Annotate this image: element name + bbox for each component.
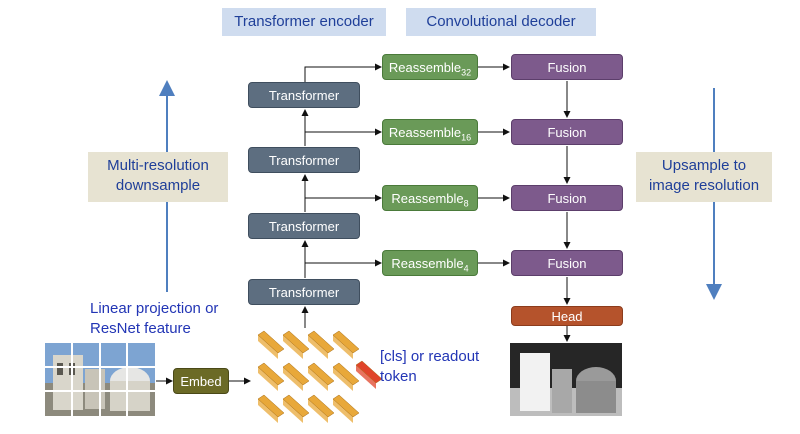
transformer-block-2: Transformer bbox=[248, 213, 360, 239]
reassemble-32: Reassemble32 bbox=[382, 54, 478, 80]
patch-token bbox=[332, 330, 360, 359]
header-decoder: Convolutional decoder bbox=[406, 8, 596, 36]
patch-token bbox=[307, 330, 335, 359]
patch-token bbox=[282, 330, 310, 359]
patch-token bbox=[282, 362, 310, 391]
head-block: Head bbox=[511, 306, 623, 326]
fusion-block-3: Fusion bbox=[511, 185, 623, 211]
header-encoder: Transformer encoder bbox=[222, 8, 386, 36]
fusion-block-4: Fusion bbox=[511, 250, 623, 276]
patch-token bbox=[257, 362, 285, 391]
readout-token bbox=[355, 360, 383, 389]
patch-token bbox=[257, 330, 285, 359]
patch-token bbox=[332, 394, 360, 423]
transformer-block-3: Transformer bbox=[248, 147, 360, 173]
fusion-block-2: Fusion bbox=[511, 119, 623, 145]
patch-token bbox=[332, 362, 360, 391]
input-image-illustration bbox=[45, 343, 155, 416]
embed-block: Embed bbox=[173, 368, 229, 394]
patch-token bbox=[282, 394, 310, 423]
token-grid bbox=[257, 330, 383, 423]
reassemble-4: Reassemble4 bbox=[382, 250, 478, 276]
transformer-block-1: Transformer bbox=[248, 279, 360, 305]
fusion-block-1: Fusion bbox=[511, 54, 623, 80]
patch-token bbox=[307, 362, 335, 391]
depth-output-image bbox=[510, 343, 622, 416]
transformer-block-4: Transformer bbox=[248, 82, 360, 108]
reassemble-8: Reassemble8 bbox=[382, 185, 478, 211]
depth-map-illustration bbox=[510, 343, 622, 416]
reassemble-16: Reassemble16 bbox=[382, 119, 478, 145]
input-image bbox=[45, 343, 155, 416]
patch-token bbox=[257, 394, 285, 423]
patch-token bbox=[307, 394, 335, 423]
